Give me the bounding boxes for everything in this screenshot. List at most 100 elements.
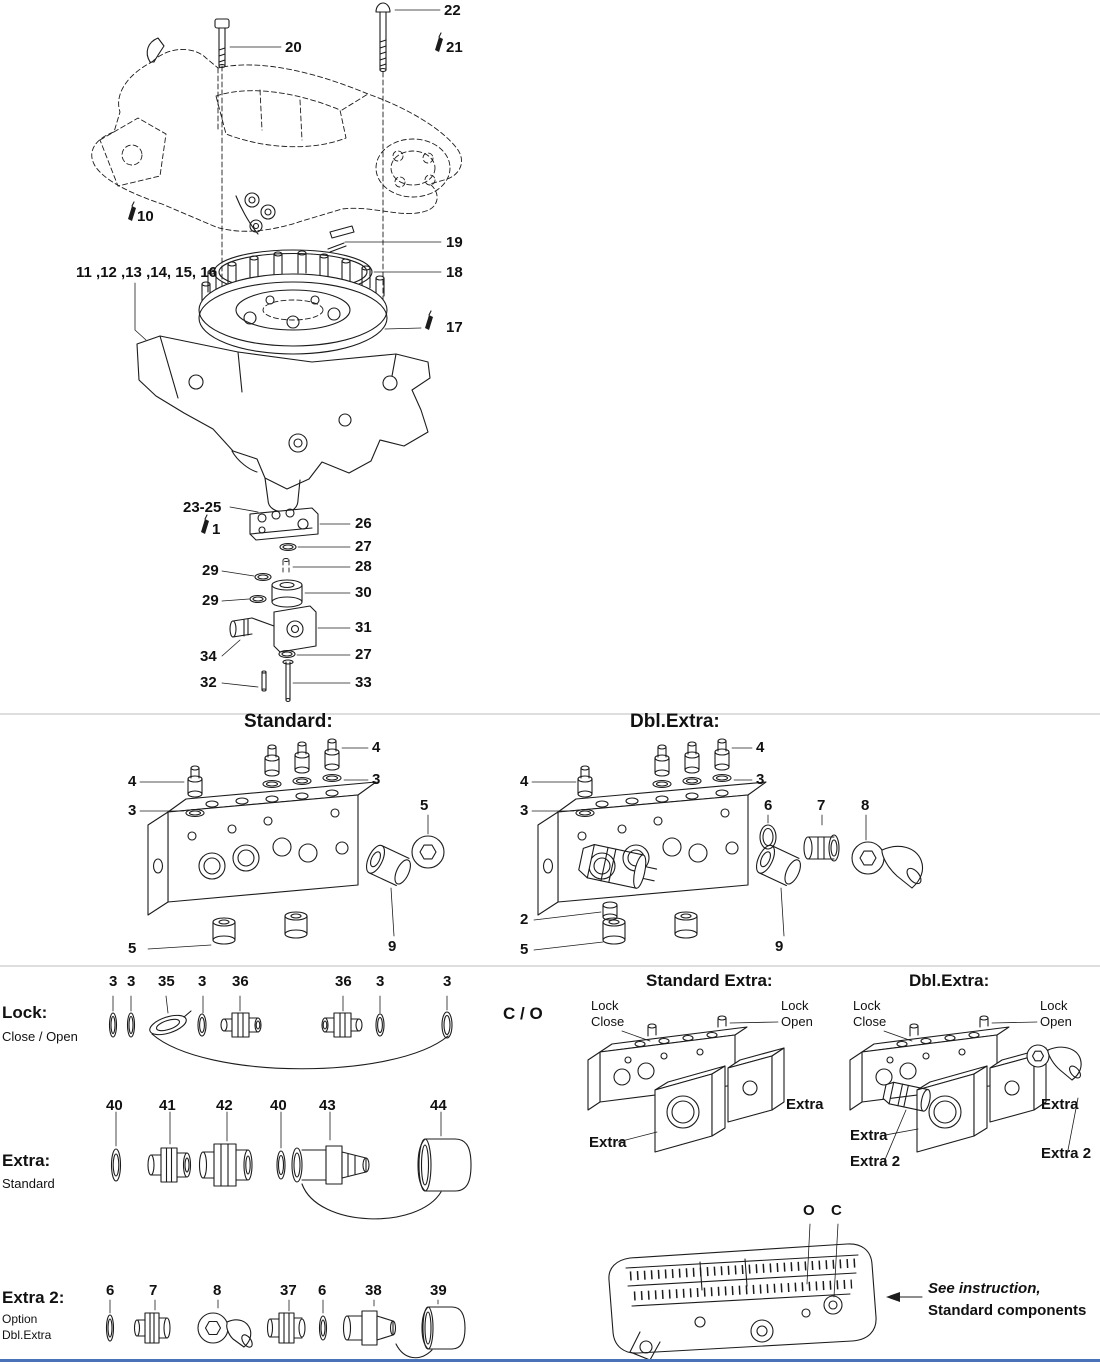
callout-4a: 4 bbox=[372, 739, 381, 756]
callout-2: 2 bbox=[520, 911, 529, 928]
callout-27a: 27 bbox=[355, 538, 372, 555]
assembly-leader-lines bbox=[617, 1021, 1079, 1163]
lock-close-label: Close bbox=[853, 1014, 887, 1029]
standard-block-leaders bbox=[139, 747, 429, 950]
callout-17: 17 bbox=[446, 319, 463, 336]
elbow-fitting-8 bbox=[851, 841, 924, 889]
extra-left-label: Extra bbox=[589, 1134, 627, 1151]
dblextra-block-leaders bbox=[531, 747, 867, 951]
extra2-right-label: Extra 2 bbox=[1041, 1145, 1092, 1162]
seal-ring-6 bbox=[759, 824, 777, 850]
extra-sublabel: Standard bbox=[2, 1176, 55, 1191]
callout-31: 31 bbox=[355, 619, 372, 636]
callout-37: 37 bbox=[280, 1282, 297, 1299]
callout-3a: 3 bbox=[109, 973, 118, 990]
callout-3d: 3 bbox=[376, 973, 385, 990]
callout-8: 8 bbox=[861, 797, 870, 814]
callout-35: 35 bbox=[158, 973, 175, 990]
callout-34: 34 bbox=[200, 648, 217, 665]
engine-silhouette bbox=[91, 37, 462, 301]
screw-22 bbox=[375, 2, 391, 73]
lock-close-label: Lock bbox=[591, 998, 619, 1013]
standard-components-text: Standard components bbox=[928, 1302, 1087, 1319]
callout-8: 8 bbox=[213, 1282, 222, 1299]
lock-close-label: Lock bbox=[853, 998, 881, 1013]
callout-29a: 29 bbox=[202, 562, 219, 579]
callout-18: 18 bbox=[446, 264, 463, 281]
callout-36b: 36 bbox=[335, 973, 352, 990]
callout-3e: 3 bbox=[443, 973, 452, 990]
callout-6: 6 bbox=[764, 797, 773, 814]
callout-20: 20 bbox=[285, 39, 302, 56]
extra-right-label: Extra bbox=[786, 1096, 824, 1113]
callout-28: 28 bbox=[355, 558, 372, 575]
extra-left-label: Extra bbox=[850, 1127, 888, 1144]
scribe-marker-icon bbox=[425, 310, 433, 330]
spool-cartridge bbox=[578, 844, 658, 889]
callout-4b: 4 bbox=[128, 773, 137, 790]
bottom-accent-bar bbox=[0, 1359, 1100, 1362]
callout-9: 9 bbox=[388, 938, 397, 955]
callout-7: 7 bbox=[817, 797, 826, 814]
callout-26: 26 bbox=[355, 515, 372, 532]
callout-38: 38 bbox=[365, 1282, 382, 1299]
callout-41: 41 bbox=[159, 1097, 176, 1114]
callout-40a: 40 bbox=[106, 1097, 123, 1114]
scribe-marker-icon bbox=[201, 514, 209, 534]
callout-11-16: 11 ,12 ,13 ,14, 15, 16 bbox=[76, 264, 217, 281]
extra2-label: Extra 2: bbox=[2, 1288, 65, 1307]
dblextra-extra-parts bbox=[578, 824, 924, 921]
callout-1: 1 bbox=[212, 521, 221, 538]
callout-23-25: 23-25 bbox=[183, 499, 222, 516]
extra-right-label: Extra bbox=[1041, 1096, 1079, 1113]
extra2-left-label: Extra 2 bbox=[850, 1153, 901, 1170]
callout-3c: 3 bbox=[198, 973, 207, 990]
callout-33: 33 bbox=[355, 674, 372, 691]
dblextra-assembly-extras bbox=[882, 1044, 1082, 1112]
callout-4b: 4 bbox=[520, 773, 529, 790]
callout-5a: 5 bbox=[420, 797, 429, 814]
bolt-20 bbox=[214, 18, 230, 69]
plug-5 bbox=[411, 835, 445, 869]
open-marker-label: O bbox=[803, 1202, 815, 1219]
section-title-dblextra-assembly: Dbl.Extra: bbox=[909, 971, 990, 990]
extra2-sublabel2: Dbl.Extra bbox=[2, 1328, 52, 1342]
section-title-standard: Standard: bbox=[244, 711, 333, 732]
lock-open-label: Open bbox=[1040, 1014, 1072, 1029]
extra2-parts bbox=[105, 1299, 466, 1359]
fitting-7 bbox=[803, 834, 840, 862]
callout-3b: 3 bbox=[127, 973, 136, 990]
pin-19 bbox=[327, 242, 347, 253]
callout-3a: 3 bbox=[756, 771, 765, 788]
callout-43: 43 bbox=[319, 1097, 336, 1114]
lock-open-label: Lock bbox=[1040, 998, 1068, 1013]
section-title-standard-extra: Standard Extra: bbox=[646, 971, 773, 990]
callout-10: 10 bbox=[137, 208, 154, 225]
extra-label: Extra: bbox=[2, 1151, 51, 1170]
lock-label: Lock: bbox=[2, 1003, 48, 1022]
see-instruction-text: See instruction, bbox=[928, 1280, 1041, 1297]
main-leader-lines bbox=[134, 9, 442, 688]
callout-39: 39 bbox=[430, 1282, 447, 1299]
lock-open-label: Open bbox=[781, 1014, 813, 1029]
callout-30: 30 bbox=[355, 584, 372, 601]
pump-drive-parts bbox=[235, 192, 355, 239]
callout-9: 9 bbox=[775, 938, 784, 955]
section-title-dblextra: Dbl.Extra: bbox=[630, 711, 720, 732]
callout-3a: 3 bbox=[372, 771, 381, 788]
lock-open-label: Lock bbox=[781, 998, 809, 1013]
extra2-sublabel1: Option bbox=[2, 1312, 38, 1326]
callout-5: 5 bbox=[520, 941, 529, 958]
instruction-drawing bbox=[608, 1223, 923, 1361]
callout-7: 7 bbox=[149, 1282, 158, 1299]
lock-parts bbox=[108, 995, 453, 1070]
